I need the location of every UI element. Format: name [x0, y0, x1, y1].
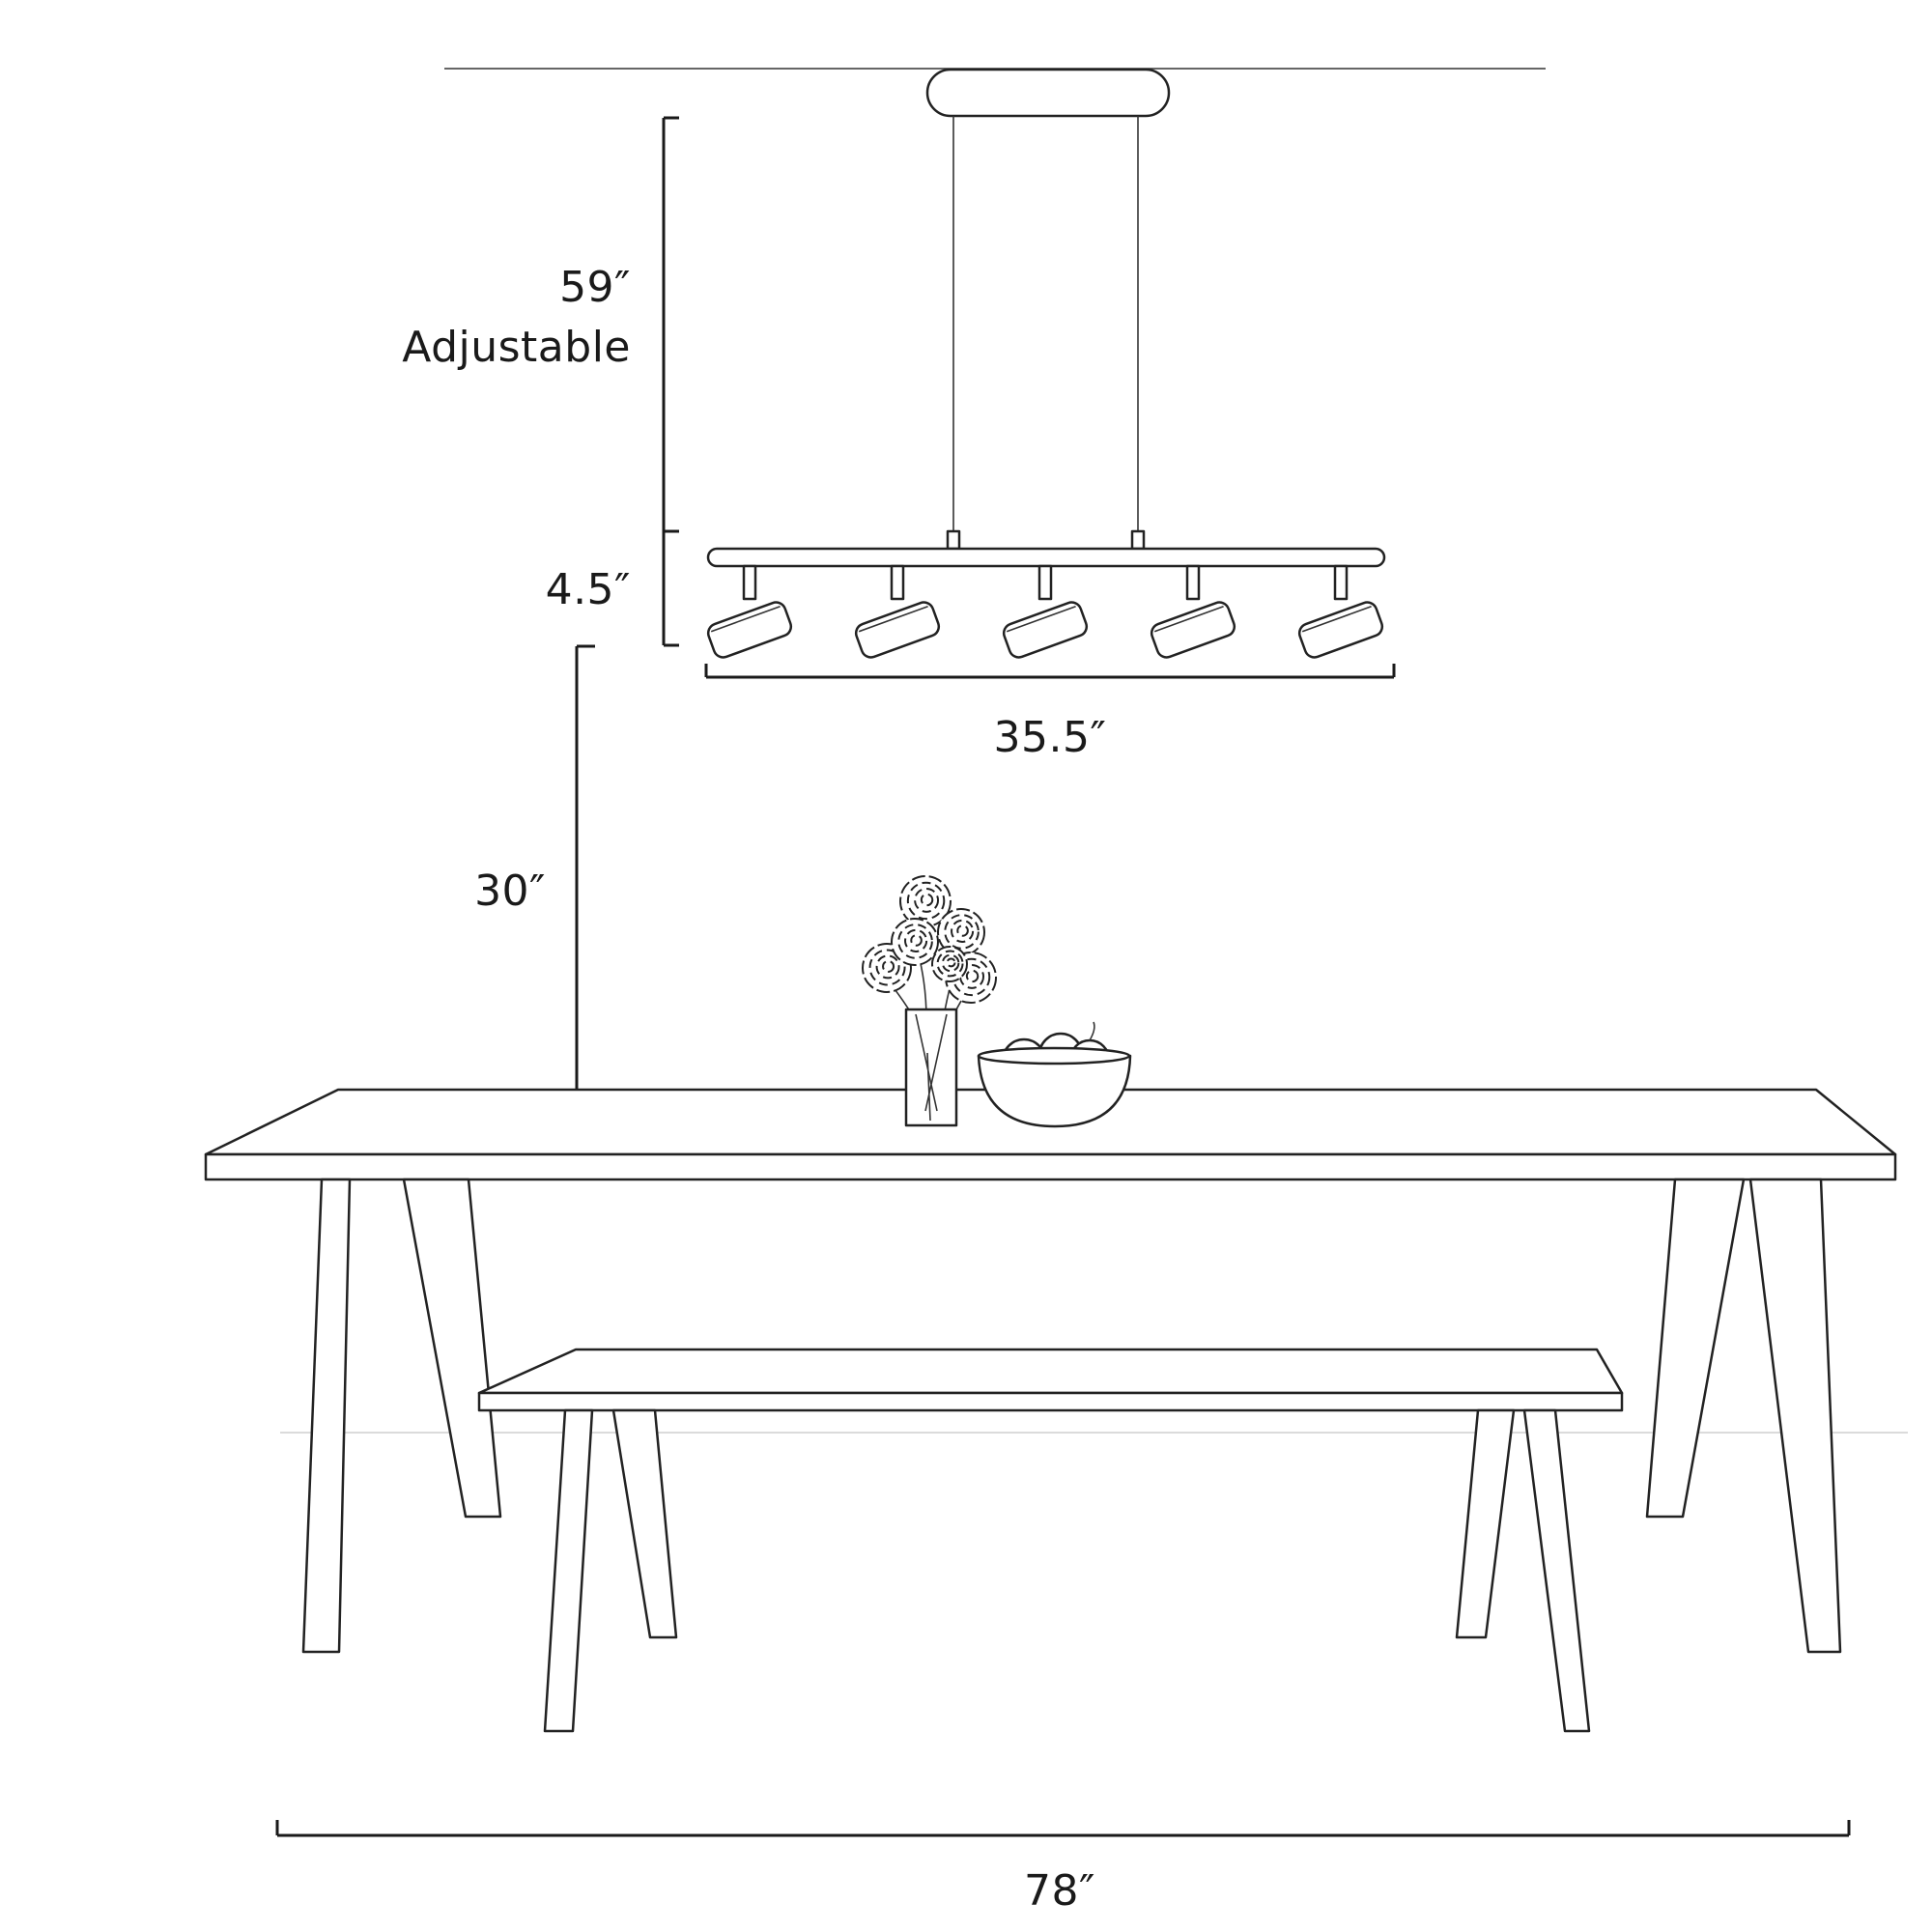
bowl — [977, 1054, 1132, 1128]
bench-leg — [1522, 1408, 1591, 1733]
spotlight — [706, 564, 793, 659]
flower-head — [899, 875, 952, 927]
bench — [477, 1348, 1624, 1733]
spotlight — [1002, 564, 1089, 659]
spotlight — [1150, 564, 1236, 659]
spotlight — [1297, 564, 1384, 659]
table-leg — [301, 1178, 352, 1654]
canopy-drop-label: 59″ — [559, 263, 631, 312]
canopy-drop-note: Adjustable — [402, 323, 631, 372]
bench-leg — [1455, 1408, 1516, 1639]
flower-head — [891, 918, 939, 966]
flower-head — [937, 908, 985, 956]
bench-top-edge — [477, 1391, 1624, 1412]
cable-grip-right — [1130, 529, 1146, 551]
pendant-fixture — [706, 68, 1386, 659]
dimension-table-clearance: 30″ — [474, 644, 595, 1154]
fixture-height-label: 4.5″ — [546, 565, 631, 614]
bench-top-surface — [477, 1348, 1624, 1395]
spotlights — [706, 564, 1384, 659]
table-length-label: 78″ — [1024, 1866, 1095, 1916]
flower-vase — [862, 875, 997, 1127]
table-clearance-label: 30″ — [474, 867, 546, 916]
table-leg — [1748, 1178, 1842, 1654]
spotlight — [854, 564, 941, 659]
dimension-table-length: 78″ — [275, 1820, 1851, 1916]
ceiling-canopy — [925, 68, 1171, 118]
table-leg — [402, 1178, 502, 1519]
fixture-bar — [706, 547, 1386, 568]
table-leg — [1645, 1178, 1746, 1519]
bench-leg — [543, 1408, 594, 1733]
fruit-bowl — [977, 1021, 1132, 1128]
glass-vase — [904, 1008, 958, 1127]
cable-grip-left — [946, 529, 961, 551]
flowers — [862, 875, 997, 1004]
table-top-edge — [204, 1152, 1897, 1181]
flower-head — [931, 946, 968, 982]
bench-leg — [611, 1408, 678, 1639]
dimension-fixture-length: 35.5″ — [704, 664, 1396, 762]
flower-head — [862, 943, 912, 993]
dimension-canopy-drop: 59″ Adjustable — [402, 116, 679, 533]
dimension-fixture-height: 4.5″ — [546, 531, 679, 647]
fixture-length-label: 35.5″ — [994, 713, 1107, 762]
